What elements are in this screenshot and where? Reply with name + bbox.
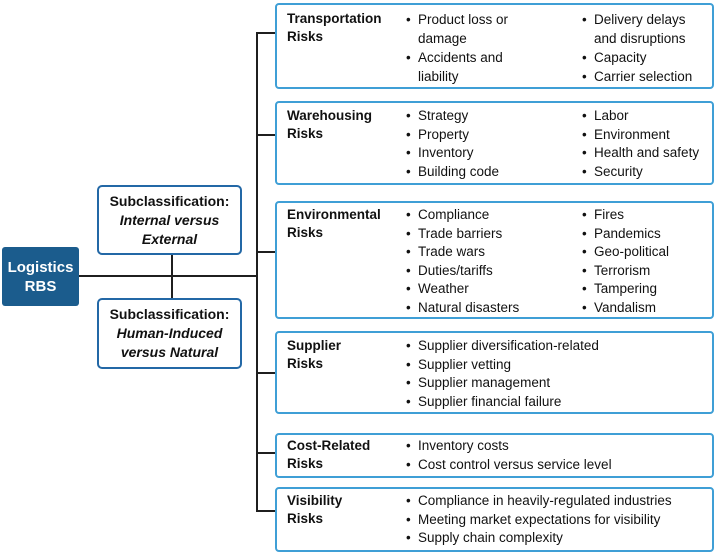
bullet-item: Inventory (405, 144, 535, 163)
subclass-box-human-induced-vs-natural: Subclassification: Human-Induced versus … (97, 298, 242, 369)
connector-stub-supplier (256, 372, 276, 374)
risk-box-title-line: Risks (287, 456, 324, 471)
subclass-box-internal-vs-external: Subclassification: Internal versus Exter… (97, 185, 242, 255)
risk-bullets-col1: ComplianceTrade barriersTrade warsDuties… (405, 206, 581, 317)
bullet-item: Weather (405, 280, 535, 299)
risk-box-title: Transportation Risks (287, 10, 405, 46)
bullet-item: Labor (581, 107, 706, 126)
subclass-heading: Subclassification: (109, 306, 230, 322)
bullet-item: Building code (405, 163, 535, 182)
risk-box-title: Supplier Risks (287, 337, 405, 373)
risk-box-title-line: Warehousing (287, 108, 373, 123)
risk-bullets-col1: Inventory costsCost control versus servi… (405, 437, 706, 474)
risk-box-title: Visibility Risks (287, 492, 405, 528)
bullet-item: Supplier financial failure (405, 393, 706, 412)
bullet-item: Meeting market expectations for visibili… (405, 511, 706, 530)
risk-box-title: Warehousing Risks (287, 107, 405, 143)
bullet-item: Property (405, 126, 535, 145)
risk-box-title: Cost-Related Risks (287, 437, 405, 473)
risk-box-cost-related: Cost-Related Risks Inventory costsCost c… (275, 433, 714, 478)
bullet-item: Capacity (581, 48, 706, 67)
risk-box-title-line: Risks (287, 511, 324, 526)
subclass-line: versus Natural (120, 344, 219, 360)
bullet-item: Trade wars (405, 243, 535, 262)
risk-bullets-col1: StrategyPropertyInventoryBuilding code (405, 107, 581, 181)
bullet-item: Supplier management (405, 374, 706, 393)
connector-spine-vertical (256, 32, 258, 512)
bullet-item: Trade barriers (405, 225, 535, 244)
bullet-item: Supply chain complexity (405, 529, 706, 548)
risk-box-title-line: Supplier (287, 338, 342, 353)
risk-box-transportation: Transportation Risks Product loss or dam… (275, 3, 714, 89)
subclass-heading: Subclassification: (109, 192, 230, 209)
connector-stub-environmental (256, 251, 276, 253)
bullet-item: Supplier diversification-related (405, 337, 706, 356)
bullet-item: Environment (581, 126, 706, 145)
risk-box-warehousing: Warehousing Risks StrategyPropertyInvent… (275, 101, 714, 185)
risk-box-supplier: Supplier Risks Supplier diversification-… (275, 331, 714, 414)
risk-box-title: Environmental Risks (287, 206, 405, 242)
connector-stub-visibility (256, 510, 276, 512)
risk-bullets-col1: Supplier diversification-relatedSupplier… (405, 337, 706, 411)
bullet-item: Natural disasters (405, 299, 535, 318)
bullet-item: Fires (581, 206, 706, 225)
risk-box-title-line: Risks (287, 29, 324, 44)
bullet-item: Geo-political (581, 243, 706, 262)
risk-box-title-line: Risks (287, 225, 324, 240)
risk-box-title-line: Cost-Related (287, 438, 371, 453)
risk-box-title-line: Transportation (287, 11, 382, 26)
bullet-item: Supplier vetting (405, 356, 706, 375)
connector-stub-warehousing (256, 134, 276, 136)
subclass-line: Human-Induced (116, 325, 223, 341)
bullet-item: Health and safety (581, 144, 706, 163)
risk-box-title-line: Visibility (287, 493, 343, 508)
bullet-item: Tampering (581, 280, 706, 299)
subclass-line: Internal versus (119, 211, 220, 228)
bullet-item: Vandalism (581, 299, 706, 318)
bullet-item: Cost control versus service level (405, 456, 706, 475)
risk-bullets-col2: Delivery delays and disruptionsCapacityC… (581, 10, 706, 86)
risk-box-environmental: Environmental Risks ComplianceTrade barr… (275, 201, 714, 319)
risk-box-title-line: Environmental (287, 207, 381, 222)
bullet-item: Product loss or damage (405, 10, 535, 48)
risk-bullets-col1: Compliance in heavily-regulated industri… (405, 492, 706, 548)
risk-bullets-col2: FiresPandemicsGeo-politicalTerrorismTamp… (581, 206, 706, 317)
bullet-item: Compliance in heavily-regulated industri… (405, 492, 706, 511)
bullet-item: Carrier selection (581, 67, 706, 86)
bullet-item: Duties/tariffs (405, 262, 535, 281)
bullet-item: Terrorism (581, 262, 706, 281)
connector-stub-cost-related (256, 452, 276, 454)
bullet-item: Delivery delays and disruptions (581, 10, 706, 48)
root-node-logistics-rbs: Logistics RBS (2, 247, 79, 306)
bullet-item: Security (581, 163, 706, 182)
risk-bullets-col2: LaborEnvironmentHealth and safetySecurit… (581, 107, 706, 181)
risk-box-title-line: Risks (287, 356, 324, 371)
risk-box-title-line: Risks (287, 126, 324, 141)
bullet-item: Inventory costs (405, 437, 706, 456)
risk-bullets-col1: Product loss or damageAccidents and liab… (405, 10, 581, 86)
connector-stub-transportation (256, 32, 276, 34)
bullet-item: Accidents and liability (405, 48, 535, 86)
bullet-item: Strategy (405, 107, 535, 126)
subclass-line: External (141, 230, 198, 247)
bullet-item: Pandemics (581, 225, 706, 244)
connector-subclass-vertical (171, 255, 173, 298)
risk-box-visibility: Visibility Risks Compliance in heavily-r… (275, 487, 714, 552)
bullet-item: Compliance (405, 206, 535, 225)
connector-root-horizontal (79, 275, 257, 277)
